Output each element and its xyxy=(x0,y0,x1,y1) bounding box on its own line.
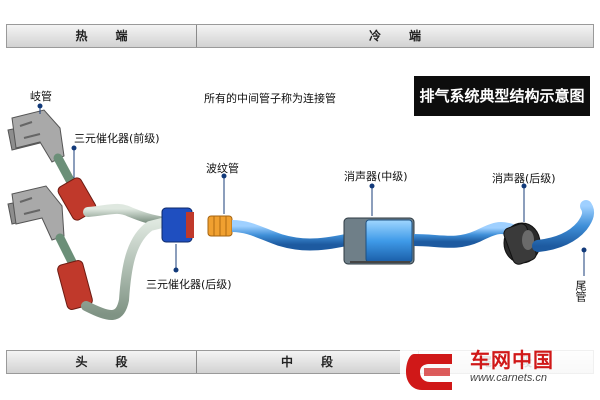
rear-muffler-label: 消声器(后级) xyxy=(492,172,556,185)
head-section-label: 头段 xyxy=(75,355,156,369)
diagram-title: 排气系统典型结构示意图 xyxy=(414,76,590,116)
middle-section-label: 中段 xyxy=(280,355,361,369)
tailpipe-label: 尾管 xyxy=(574,280,587,302)
hot-end-label: 热端 xyxy=(75,29,156,43)
leader-dot xyxy=(521,183,527,189)
middle-muffler-label: 消声器(中级) xyxy=(344,170,408,183)
middle-muffler xyxy=(343,217,415,265)
leader-dot xyxy=(37,103,43,109)
front-pipe-upper xyxy=(53,153,77,189)
band-divider xyxy=(196,351,197,373)
front-catalyst-lower xyxy=(57,260,93,310)
leader-dot xyxy=(71,145,77,151)
leader-dot xyxy=(221,173,227,179)
connecting-pipe xyxy=(231,220,348,251)
band-divider xyxy=(196,25,197,47)
tailpipe xyxy=(532,200,595,252)
rear-muffler xyxy=(503,222,541,265)
pipe-mid-to-rear xyxy=(413,222,514,248)
rear-catalyst-label: 三元催化器(后级) xyxy=(146,278,232,291)
watermark-url: www.carnets.cn xyxy=(470,372,548,384)
bellows-label: 波纹管 xyxy=(206,162,239,175)
carnets-logo xyxy=(400,344,596,396)
top-band: 热端 冷端 xyxy=(6,24,594,48)
manifold-label: 岐管 xyxy=(30,90,52,103)
bellows xyxy=(207,215,233,237)
connecting-pipe-note: 所有的中间管子称为连接管 xyxy=(204,92,336,105)
leader-dot xyxy=(173,267,179,273)
watermark-brand: 车网中国 xyxy=(470,348,554,372)
y-pipe-lower xyxy=(81,217,171,320)
leader-dot xyxy=(581,247,587,253)
manifold-lower xyxy=(7,185,65,241)
front-pipe-lower xyxy=(55,233,77,267)
manifold-upper xyxy=(7,109,65,163)
cold-end-label: 冷端 xyxy=(368,29,449,43)
rear-catalyst xyxy=(161,207,194,243)
leader-dot xyxy=(369,183,375,189)
front-catalyst-label: 三元催化器(前级) xyxy=(74,132,160,145)
y-pipe-upper xyxy=(83,203,171,227)
